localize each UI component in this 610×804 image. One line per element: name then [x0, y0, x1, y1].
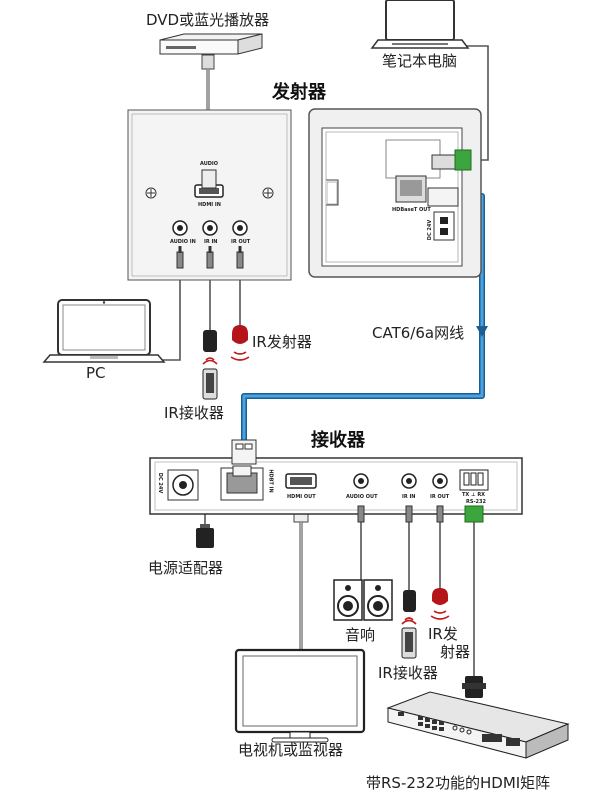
hdmi-cable-tv	[293, 505, 309, 650]
rx-dc-label: DC 24V	[157, 472, 164, 494]
hdmi-matrix-icon	[386, 691, 570, 759]
screw-icon	[145, 187, 157, 199]
tv-monitor-icon	[234, 648, 366, 743]
dvd-player-icon	[159, 33, 263, 55]
pc-laptop-icon	[42, 299, 166, 363]
wallplate-top-label: AUDIO	[200, 161, 219, 167]
rx-hdbt-label: HDBT IN	[267, 469, 274, 493]
ir-in-jack	[202, 220, 218, 236]
ir-receiver-rx-label: IR接收器	[378, 664, 438, 682]
laptop-icon	[370, 0, 470, 49]
hdbt-in-port	[220, 465, 264, 501]
receiver-box	[149, 439, 523, 523]
laptop-label: 笔记本电脑	[382, 52, 458, 70]
ir-emitter-rx-label-1: IR发	[428, 625, 458, 643]
rx-hdmi-label: HDMI OUT	[287, 494, 316, 500]
rx-rs232-pins-label: TX ⊥ RX	[462, 492, 486, 498]
rx-audio-out-label: AUDIO OUT	[346, 494, 378, 500]
wallplate-audio-in-label: AUDIO IN	[170, 239, 196, 245]
ir-emitter-rx-icon	[430, 588, 450, 620]
ir-receiver-tx-icon	[202, 330, 218, 400]
tx-dc-label: DC 24V	[427, 219, 434, 241]
ir-emitter-tx-icon	[230, 325, 250, 361]
wallplate-ir-out-label: IR OUT	[231, 239, 251, 245]
transmitter-title: 发射器	[272, 82, 326, 103]
rs232-terminal	[459, 469, 489, 523]
dvd-label: DVD或蓝光播放器	[146, 11, 270, 29]
cable-arrow-icon	[476, 326, 488, 337]
dc-24v-jack	[167, 469, 199, 501]
ir-emitter-rx-label-2: 射器	[440, 643, 471, 661]
screw-icon	[262, 187, 274, 199]
tx-hdbaset-label: HDBaseT OUT	[392, 207, 431, 213]
rx-rs232-label: RS-232	[466, 499, 486, 505]
pc-label: PC	[86, 364, 106, 382]
audio-out-jack	[353, 473, 369, 489]
audio-cable-pc	[154, 278, 181, 361]
wallplate-ir-in-label: IR IN	[204, 239, 218, 245]
tv-label: 电视机或监视器	[238, 741, 344, 759]
ir-out-jack-rx	[432, 473, 448, 489]
transmitter-box	[308, 108, 482, 278]
ir-emitter-tx-label: IR发射器	[252, 333, 312, 351]
rx-ir-out-label: IR OUT	[430, 494, 450, 500]
ir-receiver-rx-icon	[401, 590, 417, 659]
speaker-label: 音响	[345, 626, 376, 644]
hdmi-out-port	[285, 473, 317, 489]
power-adapter-icon	[196, 524, 214, 548]
receiver-title: 接收器	[311, 430, 365, 451]
wallplate-hdmi-label: HDMI IN	[198, 202, 221, 208]
cable-label: CAT6/6a网线	[371, 324, 466, 342]
wall-plate	[127, 109, 292, 281]
speaker-icon	[333, 579, 393, 621]
rx-ir-in-label: IR IN	[402, 494, 416, 500]
ir-in-jack-rx	[401, 473, 417, 489]
ir-out-jack	[232, 220, 248, 236]
matrix-label: 带RS-232功能的HDMI矩阵	[366, 774, 551, 792]
audio-in-jack	[172, 220, 188, 236]
dc-connector	[433, 211, 455, 241]
ir-receiver-tx-label: IR接收器	[164, 404, 224, 422]
power-adapter-label: 电源适配器	[148, 559, 224, 577]
db9-connector-icon	[462, 676, 486, 698]
